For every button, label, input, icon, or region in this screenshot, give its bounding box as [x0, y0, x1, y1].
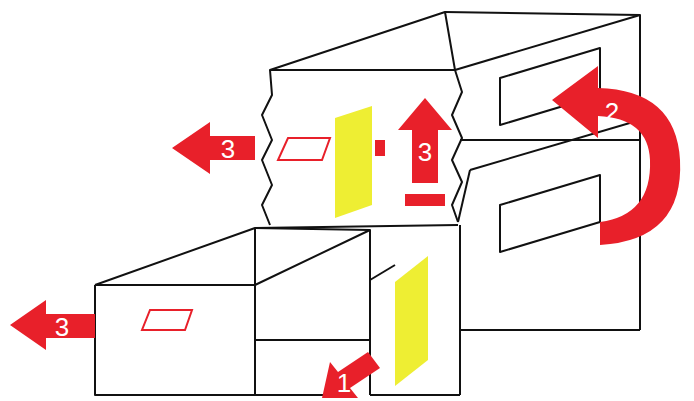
break-line	[452, 70, 462, 222]
arrow-3-left	[10, 300, 95, 350]
arrow-bar	[405, 194, 445, 206]
callout-number: 3	[418, 139, 432, 165]
opening	[500, 175, 600, 252]
red-slot	[142, 310, 192, 330]
arrow-stub	[375, 140, 385, 156]
arrow-2-curved	[552, 66, 680, 245]
break-line	[262, 70, 272, 225]
yellow-flap	[395, 256, 428, 386]
upper-back-edge	[445, 12, 640, 330]
upper-top-face	[270, 12, 455, 70]
upper-top-right	[455, 15, 640, 70]
callout-number: 1	[337, 370, 351, 396]
arrow-1	[322, 352, 380, 398]
red-slot	[278, 138, 330, 160]
callout-number: 3	[55, 314, 69, 340]
yellow-flap	[335, 106, 372, 218]
arrow-3-up	[398, 98, 452, 183]
callout-number: 3	[221, 136, 235, 162]
arrow-3-left	[172, 122, 255, 174]
callout-number: 2	[605, 99, 619, 125]
